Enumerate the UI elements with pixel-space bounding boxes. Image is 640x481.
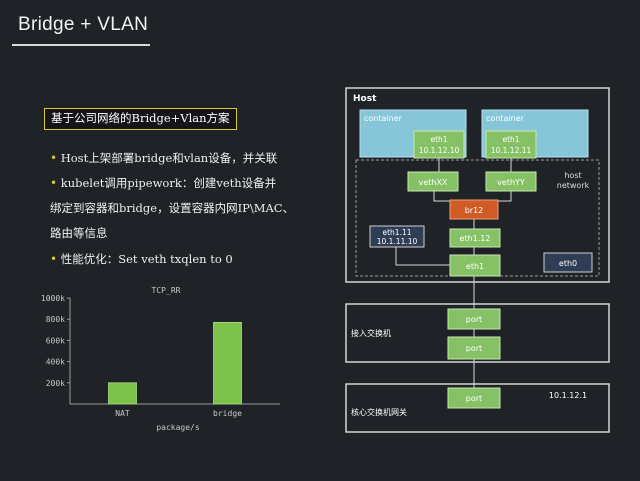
host-network-label-1: host: [564, 171, 581, 180]
bullet-dot: •: [50, 151, 58, 165]
eth1-label: eth1: [466, 262, 484, 271]
core-switch-label: 核心交换机网关: [351, 407, 407, 417]
container-2-label: container: [486, 114, 525, 123]
chart-y-tick-label: 600k: [46, 336, 65, 345]
container-1-eth-name: eth1: [430, 135, 447, 144]
veth-yy-label: vethYY: [497, 178, 525, 187]
access-port-1-label: port: [466, 315, 482, 324]
chart-y-tick-label: 200k: [46, 379, 65, 388]
bullet-3-text: 性能优化：Set veth txqlen to 0: [60, 252, 233, 266]
access-switch-label: 接入交换机: [351, 328, 391, 338]
bullet-2: • kubelet调用pipework：创建veth设备并: [50, 175, 276, 191]
eth1-12-box: [449, 228, 501, 248]
bar-chart: TCP_RR 200k 400k 600k 800k 1000k NAT bridge p…: [41, 286, 280, 432]
core-switch-ip: 10.1.12.1: [549, 391, 587, 400]
network-diagram: Host host network container eth1 10.1.12…: [345, 87, 610, 433]
chart-bar-bridge: [213, 321, 242, 405]
host-box: [345, 87, 610, 283]
bullet-1-text: Host上架部署bridge和vlan设备，并关联: [60, 151, 278, 165]
bullet-dot: •: [50, 176, 58, 190]
bullet-2-cont-2: 路由等信息: [50, 226, 108, 240]
access-port-1: [447, 308, 501, 330]
chart-x-axis: NAT bridge: [115, 409, 242, 418]
chart-bars: [108, 321, 242, 405]
container-2-eth-ip: 10.1.12.11: [491, 146, 532, 155]
chart-x-axis-label: package/s: [156, 423, 200, 432]
eth1-box: [449, 254, 501, 277]
chart-x-tick-label: bridge: [213, 409, 242, 418]
chart-y-tick-label: 800k: [46, 315, 65, 324]
link-eth111-eth1: [395, 247, 450, 266]
container-2-eth-name: eth1: [502, 135, 519, 144]
container-2-eth1: [485, 130, 537, 159]
core-switch-box: [345, 383, 610, 433]
chart-y-tick-label: 400k: [46, 358, 65, 367]
bullet-3: • 性能优化：Set veth txqlen to 0: [50, 251, 233, 267]
eth1-12-label: eth1.12: [460, 234, 491, 243]
bullet-2-text: kubelet调用pipework：创建veth设备并: [60, 176, 277, 190]
chart-title: TCP_RR: [152, 286, 181, 295]
subtitle-box: 基于公司网络的Bridge+Vlan方案: [44, 108, 237, 130]
bridge-br12-label: br12: [465, 206, 484, 215]
chart-x-tick-label: NAT: [115, 409, 130, 418]
core-port-label: port: [466, 394, 482, 403]
eth0-box: [543, 252, 593, 273]
eth1-11-box: [369, 225, 425, 248]
bullet-1: • Host上架部署bridge和vlan设备，并关联: [50, 150, 277, 166]
title-underline: [12, 44, 150, 46]
veth-xx: [407, 171, 459, 192]
access-port-2-label: port: [466, 344, 482, 353]
host-label: Host: [353, 94, 377, 104]
bullet-2-cont-1: 绑定到容器和bridge，设置容器内网IP\MAC、: [50, 201, 295, 215]
chart-y-tick-label: 1000k: [41, 294, 65, 303]
container-1-label: container: [364, 114, 403, 123]
core-port: [447, 387, 501, 409]
veth-xx-label: vethXX: [419, 178, 448, 187]
access-port-2: [447, 336, 501, 360]
chart-y-axis: 200k 400k 600k 800k 1000k: [41, 294, 280, 405]
slide-title: Bridge + VLAN: [18, 14, 149, 35]
eth0-label: eth0: [559, 259, 577, 268]
eth1-11-ip: 10.1.11.10: [377, 237, 418, 246]
bullet-dot: •: [50, 252, 58, 266]
chart-bar-nat: [108, 382, 137, 405]
container-1-eth-ip: 10.1.12.10: [419, 146, 460, 155]
bridge-br12: [449, 199, 499, 220]
host-network-label-2: network: [557, 181, 590, 190]
access-switch-box: [345, 303, 610, 363]
eth1-11-name: eth1.11: [382, 228, 411, 237]
veth-yy: [485, 171, 537, 192]
